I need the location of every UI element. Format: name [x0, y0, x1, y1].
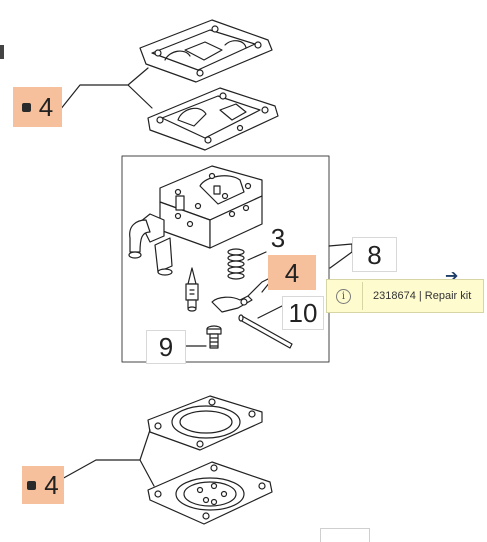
leader-line-bottom [59, 429, 155, 487]
callout-number: 10 [288, 298, 318, 328]
callout-bottom-gasket-kit[interactable]: 4 [22, 466, 64, 504]
needle-valve-part [185, 267, 199, 312]
leader-line-carb [328, 243, 353, 269]
callout-pin[interactable]: 10 [282, 296, 324, 330]
lever-part [211, 277, 271, 313]
top-gasket-upper [139, 19, 273, 83]
callout-spring[interactable]: 3 [258, 220, 298, 256]
bottom-diaphragm [147, 461, 273, 525]
bottom-tab[interactable] [320, 528, 370, 542]
part-tooltip: i 2318674 | Repair kit [326, 279, 484, 313]
top-gasket-lower [147, 87, 279, 151]
callout-number: 8 [367, 239, 382, 270]
spring-part [227, 248, 267, 280]
bottom-gasket-upper [147, 395, 263, 451]
tooltip-text: 2318674 | Repair kit [373, 290, 472, 302]
pin-part [238, 305, 293, 349]
callout-number: 4 [284, 257, 300, 288]
kit-bullet-icon [21, 102, 31, 112]
callout-mid-gasket[interactable]: 4 [268, 255, 316, 290]
callout-number: 3 [270, 223, 286, 253]
screw-part [185, 325, 222, 349]
edge-marker [0, 45, 4, 59]
callout-number: 4 [44, 470, 59, 500]
callout-number: 9 [158, 332, 174, 362]
callout-screw[interactable]: 9 [146, 330, 186, 364]
tooltip-divider [362, 282, 363, 310]
carburetor-frame [121, 155, 330, 363]
carburetor-body [128, 165, 263, 276]
info-icon: i [336, 288, 351, 304]
kit-bullet-icon [27, 480, 37, 490]
callout-top-gasket-kit[interactable]: 4 [13, 87, 62, 127]
callout-carburetor[interactable]: 8 [352, 237, 397, 272]
callout-number: 4 [38, 92, 54, 122]
leader-line-top [59, 67, 153, 111]
